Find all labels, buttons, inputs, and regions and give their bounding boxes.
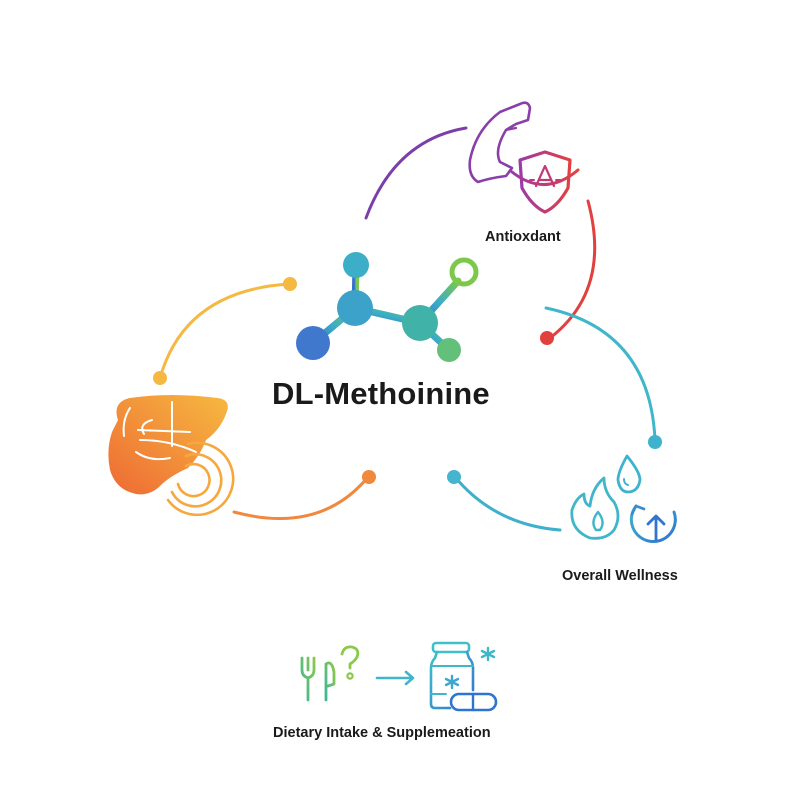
- dot-teal-bottom: [447, 470, 461, 484]
- node-label-antioxidant: Antioxdant: [485, 229, 561, 245]
- flame-drop-cycle-icon: [570, 454, 677, 544]
- connector-dots: [153, 277, 662, 484]
- arc-teal-right: [544, 306, 657, 442]
- supplement-bottle-pill-icon: [429, 641, 498, 712]
- dot-yellow-bottom: [153, 371, 167, 385]
- arc-orange-bottom: [232, 475, 370, 520]
- dot-teal-right: [648, 435, 662, 449]
- flexed-arm-shield-icon: [468, 101, 580, 214]
- fork-knife-question-icon: [300, 645, 360, 702]
- connector-arcs: [158, 126, 657, 532]
- footer-label: Dietary Intake & Supplemeation: [273, 725, 491, 741]
- arc-yellow: [158, 282, 292, 380]
- dot-orange: [362, 470, 376, 484]
- page-title: DL-Methoinine: [272, 376, 490, 411]
- liver-icon: [108, 395, 235, 517]
- arc-red: [548, 199, 597, 340]
- arrow-right-icon: [375, 670, 415, 686]
- node-label-wellness: Overall Wellness: [562, 568, 678, 584]
- arc-purple: [364, 126, 468, 220]
- dot-yellow-top: [283, 277, 297, 291]
- dot-red: [540, 331, 554, 345]
- arc-teal-bottom: [453, 475, 562, 532]
- molecule-icon: [296, 252, 479, 362]
